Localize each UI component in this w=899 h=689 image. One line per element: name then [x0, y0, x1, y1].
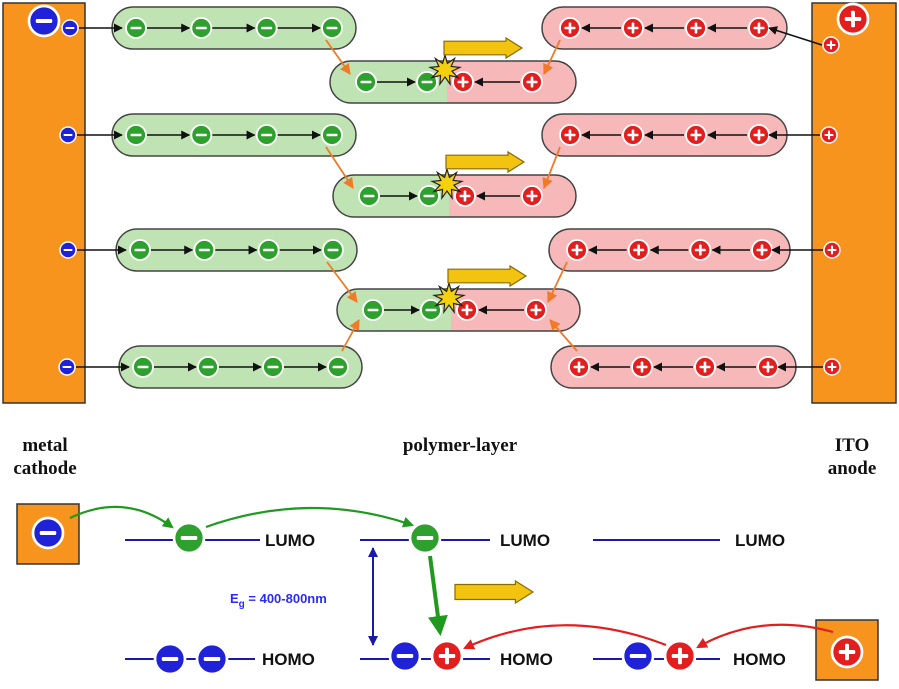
hole-transfer-arrow [549, 319, 578, 352]
segment-hole [559, 124, 581, 146]
electron-transfer-arrow [325, 146, 354, 189]
segment-hole [685, 17, 707, 39]
injected-hole-2 [820, 126, 838, 144]
lumo-label: LUMO [265, 531, 315, 550]
segment-electron [321, 124, 343, 146]
recombination-star-burst-icon [430, 166, 464, 201]
lumo-electron [408, 521, 442, 555]
injected-hole-3 [823, 241, 841, 259]
segment-hole [689, 239, 712, 261]
homo-hole [430, 639, 464, 673]
injected-electron-3 [59, 241, 77, 259]
segment-electron [257, 239, 280, 261]
cathode-electron-large [27, 4, 61, 38]
light-emission-arrow [454, 579, 535, 605]
electron-injection-curve [69, 505, 174, 529]
segment-hole [694, 356, 716, 378]
segment-electron [262, 356, 284, 378]
homo-electron [153, 642, 187, 676]
junction-hole [521, 185, 543, 207]
homo-electron [621, 639, 655, 673]
lumo-label: LUMO [735, 531, 785, 550]
lumo-electron [172, 521, 206, 555]
homo-label: HOMO [262, 650, 315, 669]
hole-transfer-arrow [547, 261, 568, 303]
segment-hole [757, 356, 779, 378]
anode-label: ITO anode [827, 435, 877, 479]
band-gap-value: = 400-800nm [245, 591, 327, 606]
hole-transfer-arrow [543, 39, 561, 75]
segment-hole [748, 124, 770, 146]
electron-transport-curve [205, 506, 415, 529]
injected-electron-1 [61, 19, 79, 37]
band-gap-symbol: E [230, 591, 239, 606]
segment-hole [566, 239, 588, 261]
segment-electron [321, 17, 343, 39]
segment-hole [627, 239, 650, 261]
junction-electron [355, 71, 377, 93]
segment-hole [751, 239, 773, 261]
band-gap-label: Eg = 400-800nm [230, 591, 327, 610]
hole-injection-curve [696, 623, 834, 649]
metal-cathode-electrode [2, 2, 86, 404]
electron-drop-arrow [427, 555, 448, 636]
segment-electron [125, 17, 147, 39]
junction-hole [521, 71, 543, 93]
segment-electron [190, 17, 213, 39]
homo-electron [195, 642, 229, 676]
segment-electron [125, 124, 147, 146]
segment-electron [255, 17, 278, 39]
homo-label: HOMO [500, 650, 553, 669]
junction-electron [362, 299, 384, 321]
segment-hole [568, 356, 590, 378]
anode-hole-large [836, 2, 870, 36]
hole-transfer-arrow [542, 146, 561, 190]
electron-transfer-arrow [326, 261, 358, 303]
segment-electron [322, 239, 344, 261]
segment-electron [190, 124, 213, 146]
anode-hole [830, 635, 864, 669]
segment-electron [129, 239, 151, 261]
homo-electron [388, 639, 422, 673]
cathode-electron [31, 516, 65, 550]
segment-electron [197, 356, 219, 378]
segment-electron [327, 356, 349, 378]
ito-anode-electrode [811, 2, 897, 404]
junction-electron [358, 185, 380, 207]
segment-electron [255, 124, 278, 146]
homo-hole [663, 639, 697, 673]
cathode-label: metal cathode [13, 435, 77, 479]
segment-hole [685, 124, 707, 146]
segment-electron [132, 356, 154, 378]
light-emission-arrow [443, 36, 524, 60]
segment-hole [622, 124, 644, 146]
injected-hole-1 [822, 36, 840, 54]
polymer-layer-label: polymer-layer [402, 435, 518, 456]
electron-transfer-arrow [325, 39, 351, 75]
light-emission-arrow [445, 150, 526, 174]
hole-injection-arrow [768, 26, 823, 46]
light-emission-arrow [447, 264, 528, 288]
electron-transfer-arrow [341, 319, 360, 352]
segment-hole [622, 17, 644, 39]
segment-hole [631, 356, 653, 378]
hole-transport-curve [463, 624, 667, 650]
band-gap-subscript: g [239, 599, 245, 610]
lumo-label: LUMO [500, 531, 550, 550]
homo-label: HOMO [733, 650, 786, 669]
recombination-star-burst-icon [432, 280, 466, 315]
junction-hole [525, 299, 547, 321]
segment-hole [748, 17, 770, 39]
injected-hole-4 [823, 358, 841, 376]
recombination-star-burst-icon [428, 52, 462, 87]
segment-electron [193, 239, 216, 261]
injected-electron-4 [58, 358, 76, 376]
injected-electron-2 [59, 126, 77, 144]
segment-hole [559, 17, 581, 39]
